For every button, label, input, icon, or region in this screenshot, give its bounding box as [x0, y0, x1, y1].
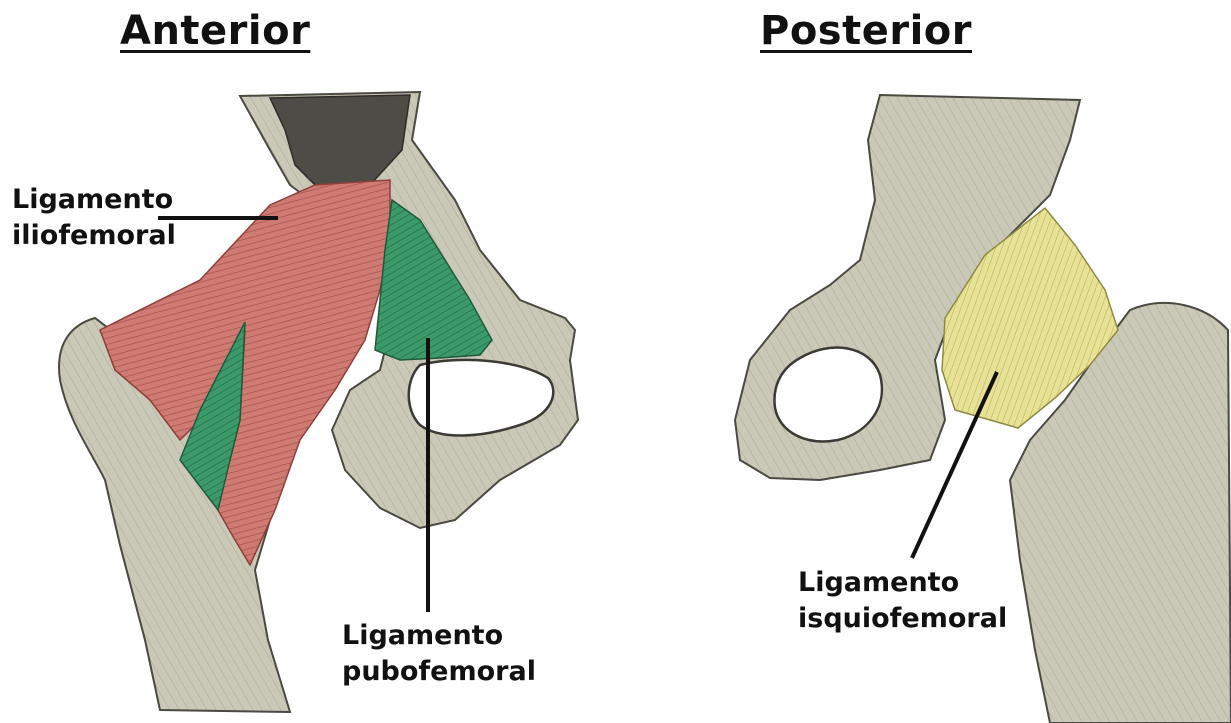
iliofemoral-label-line1: Ligamento [12, 182, 176, 218]
iliofemoral-label: Ligamento iliofemoral [12, 182, 176, 254]
isquiofemoral-label-line1: Ligamento [798, 565, 1007, 601]
pubofemoral-label-line1: Ligamento [342, 618, 536, 654]
pubofemoral-label: Ligamento pubofemoral [342, 618, 536, 690]
pubofemoral-label-line2: pubofemoral [342, 654, 536, 690]
isquiofemoral-label-line2: isquiofemoral [798, 601, 1007, 637]
isquiofemoral-label: Ligamento isquiofemoral [798, 565, 1007, 637]
iliofemoral-label-line2: iliofemoral [12, 218, 176, 254]
